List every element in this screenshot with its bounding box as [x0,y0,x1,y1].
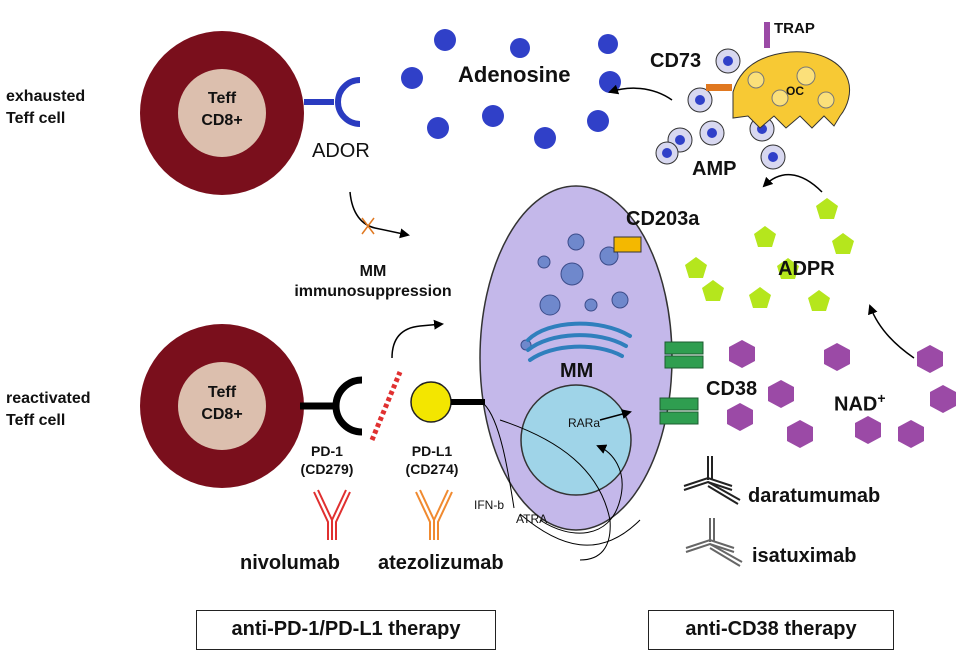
atra-label: ATRA [516,512,548,526]
arrow-suppressor-mark [361,217,375,235]
pdl1-ligand-icon [410,381,485,423]
ador-receptor-icon [304,77,361,127]
blocked-interaction-icon [369,371,403,441]
mm-label: MM [560,360,594,382]
adpr-label: ADPR [778,258,835,280]
adenosine-molecules [401,29,621,149]
cd38-label: CD38 [706,378,758,400]
nivolumab-antibody-icon [313,489,351,540]
reactivated-teff-cell [140,324,304,488]
anti-cd38-therapy-box: anti-CD38 therapy [648,610,894,650]
cd73-marker [706,84,732,91]
isatuximab-label: isatuximab [752,545,857,567]
golgi-icon [526,321,632,362]
osteoclast-icon [732,51,851,129]
pd1-label: PD-1(CD279) [300,443,354,477]
isatuximab-antibody-icon [685,518,743,567]
cd38-marker [659,341,704,425]
pdl1-label: PD-L1(CD274) [405,443,459,477]
mm-cell [479,185,673,531]
cd73-label: CD73 [650,50,702,72]
pd1-receptor-icon [300,376,363,436]
amp-molecules [655,48,786,170]
nivolumab-label: nivolumab [240,552,341,574]
atezolizumab-antibody-icon [415,489,453,540]
ifnb-label: IFN-b [474,498,504,512]
anti-pd1-pdl1-therapy-box: anti-PD-1/PD-L1 therapy [196,610,496,650]
daratumumab-label: daratumumab [748,485,881,507]
atezolizumab-label: atezolizumab [378,552,504,574]
cd203a-marker [613,236,642,253]
amp-label: AMP [692,158,737,180]
oc-label: OC [786,84,804,98]
signaling-curves [483,403,641,561]
trap-label: TRAP [774,20,815,37]
pathway-arrows [349,84,915,421]
nad-label: NAD+ [834,390,886,416]
cd203a-label: CD203a [626,208,700,230]
daratumumab-antibody-icon [683,456,741,505]
exhausted-teff-cell [140,31,304,195]
rara-label: RARa [568,416,601,430]
nad-molecules [727,340,956,448]
nucleus [520,384,632,496]
adenosine-label: Adenosine [458,62,571,87]
trap-marker [764,22,770,48]
ador-label: ADOR [312,140,370,162]
